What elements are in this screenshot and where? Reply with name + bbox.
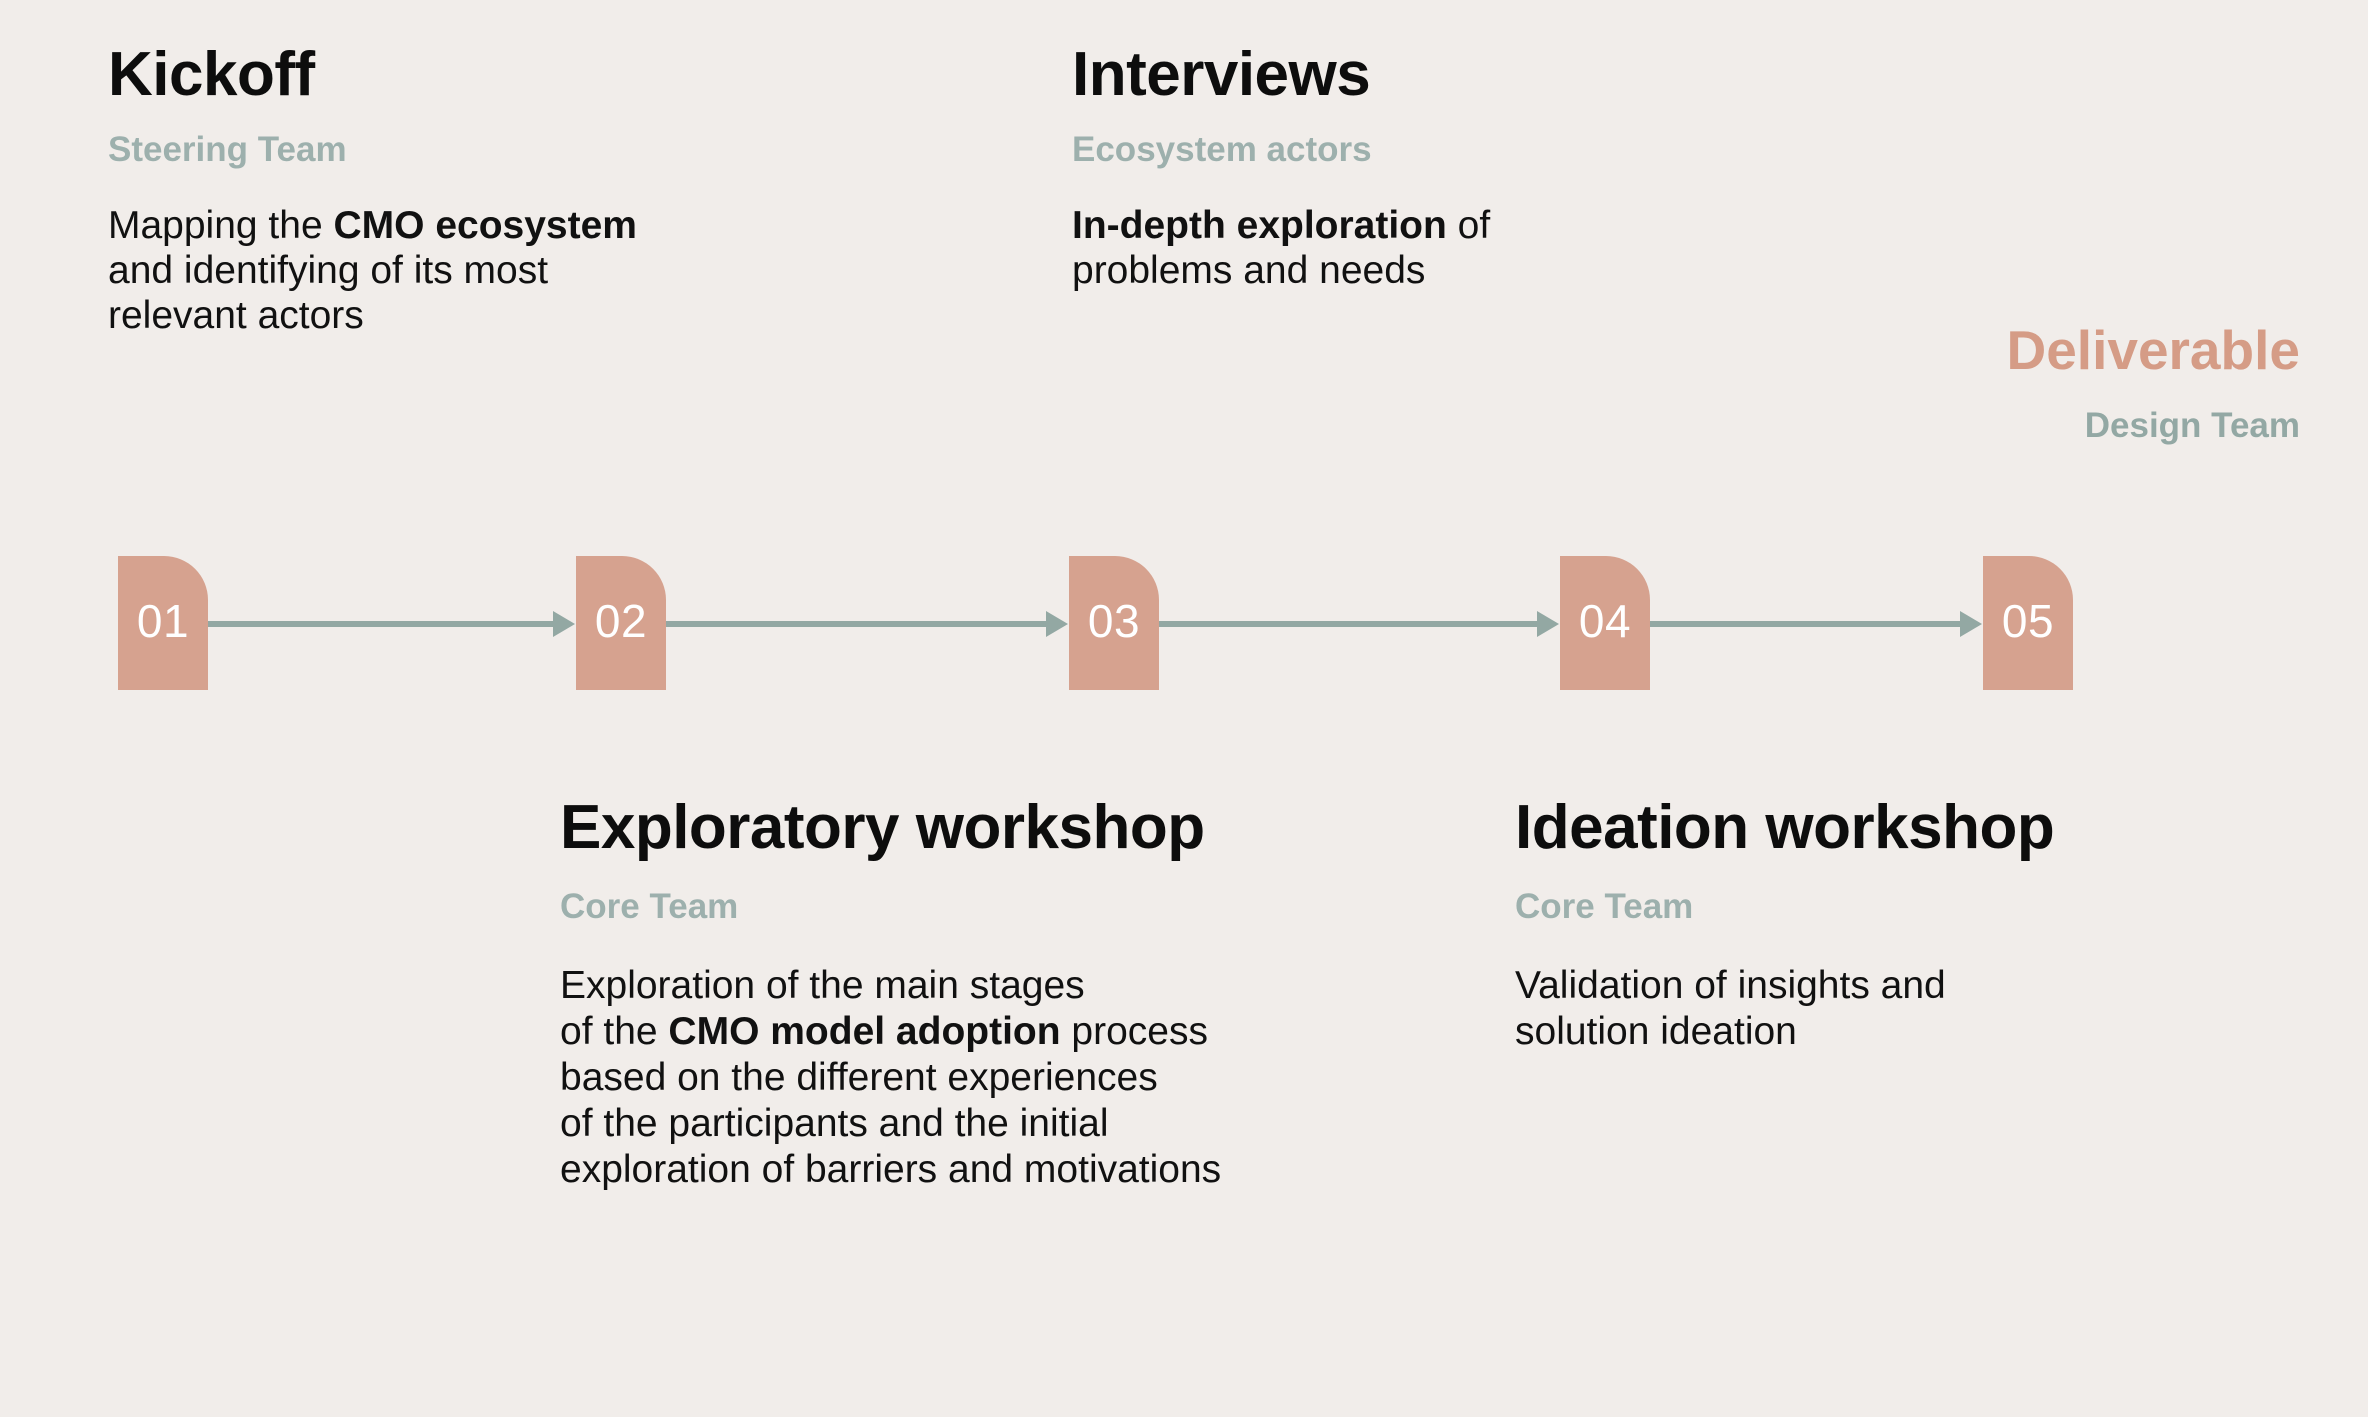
step-actor-deliverable: Design Team [2084, 405, 2300, 445]
kickoff-body-text-3: relevant actors [108, 294, 364, 338]
step-actor-kickoff: Steering Team [108, 130, 347, 170]
step-title-kickoff: Kickoff [108, 40, 315, 109]
exploratory-body-text-5: of the participants and the initial [560, 1101, 1109, 1145]
step-block-interviews: Interviews Ecosystem actors In-depth exp… [1072, 42, 1692, 293]
arrowhead-01-02-icon [553, 611, 575, 637]
interviews-body-text-1: of [1446, 203, 1491, 247]
step-block-deliverable: Deliverable Design Team [1640, 319, 2300, 445]
arrowhead-03-04-icon [1537, 611, 1559, 637]
connector-02-03 [666, 621, 1046, 627]
interviews-body-text-2: problems and needs [1072, 248, 1426, 292]
step-block-kickoff: Kickoff Steering Team Mapping the CMO ec… [108, 42, 808, 338]
step-body-exploratory-workshop: Exploration of the main stages of the CM… [560, 963, 1500, 1193]
step-block-ideation-workshop: Ideation workshop Core Team Validation o… [1515, 795, 2155, 1055]
step-body-ideation-workshop: Validation of insights and solution idea… [1515, 963, 2155, 1055]
connector-03-04 [1159, 621, 1537, 627]
step-title-exploratory-workshop: Exploratory workshop [560, 793, 1205, 862]
step-actor-exploratory-workshop: Core Team [560, 887, 739, 927]
ideation-body-text-2: solution ideation [1515, 1009, 1797, 1053]
step-badge-02-label: 02 [594, 595, 648, 647]
exploratory-body-emphasis: CMO model adoption [668, 1009, 1061, 1053]
kickoff-body-text-1: Mapping the [108, 203, 334, 247]
exploratory-body-text-4: based on the different experiences [560, 1055, 1158, 1099]
step-badge-03-label: 03 [1087, 595, 1141, 647]
step-badge-02[interactable]: 02 [576, 556, 666, 690]
connector-04-05 [1650, 621, 1960, 627]
step-badge-05[interactable]: 05 [1983, 556, 2073, 690]
arrowhead-04-05-icon [1960, 611, 1982, 637]
step-actor-ideation-workshop: Core Team [1515, 887, 1694, 927]
step-title-ideation-workshop: Ideation workshop [1515, 793, 2055, 862]
step-badge-03[interactable]: 03 [1069, 556, 1159, 690]
step-title-deliverable: Deliverable [2006, 319, 2300, 381]
ideation-body-text-1: Validation of insights and [1515, 963, 1946, 1007]
connector-01-02 [208, 621, 553, 627]
exploratory-body-text-1: Exploration of the main stages [560, 963, 1085, 1007]
step-body-kickoff: Mapping the CMO ecosystem and identifyin… [108, 203, 808, 339]
step-badge-01-label: 01 [136, 595, 190, 647]
exploratory-body-text-3: process [1060, 1009, 1208, 1053]
step-badge-01[interactable]: 01 [118, 556, 208, 690]
arrowhead-02-03-icon [1046, 611, 1068, 637]
step-title-interviews: Interviews [1072, 40, 1371, 109]
step-badge-05-label: 05 [2001, 595, 2055, 647]
exploratory-body-text-2: of the [560, 1009, 669, 1053]
step-badge-04-label: 04 [1578, 595, 1632, 647]
step-actor-interviews: Ecosystem actors [1072, 130, 1372, 170]
kickoff-body-emphasis: CMO ecosystem [333, 203, 637, 247]
step-body-interviews: In-depth exploration of problems and nee… [1072, 203, 1692, 293]
exploratory-body-text-6: exploration of barriers and motivations [560, 1147, 1222, 1191]
kickoff-body-text-2: and identifying of its most [108, 248, 549, 292]
step-block-exploratory-workshop: Exploratory workshop Core Team Explorati… [560, 795, 1500, 1193]
interviews-body-emphasis: In-depth exploration [1072, 203, 1447, 247]
step-badge-04[interactable]: 04 [1560, 556, 1650, 690]
